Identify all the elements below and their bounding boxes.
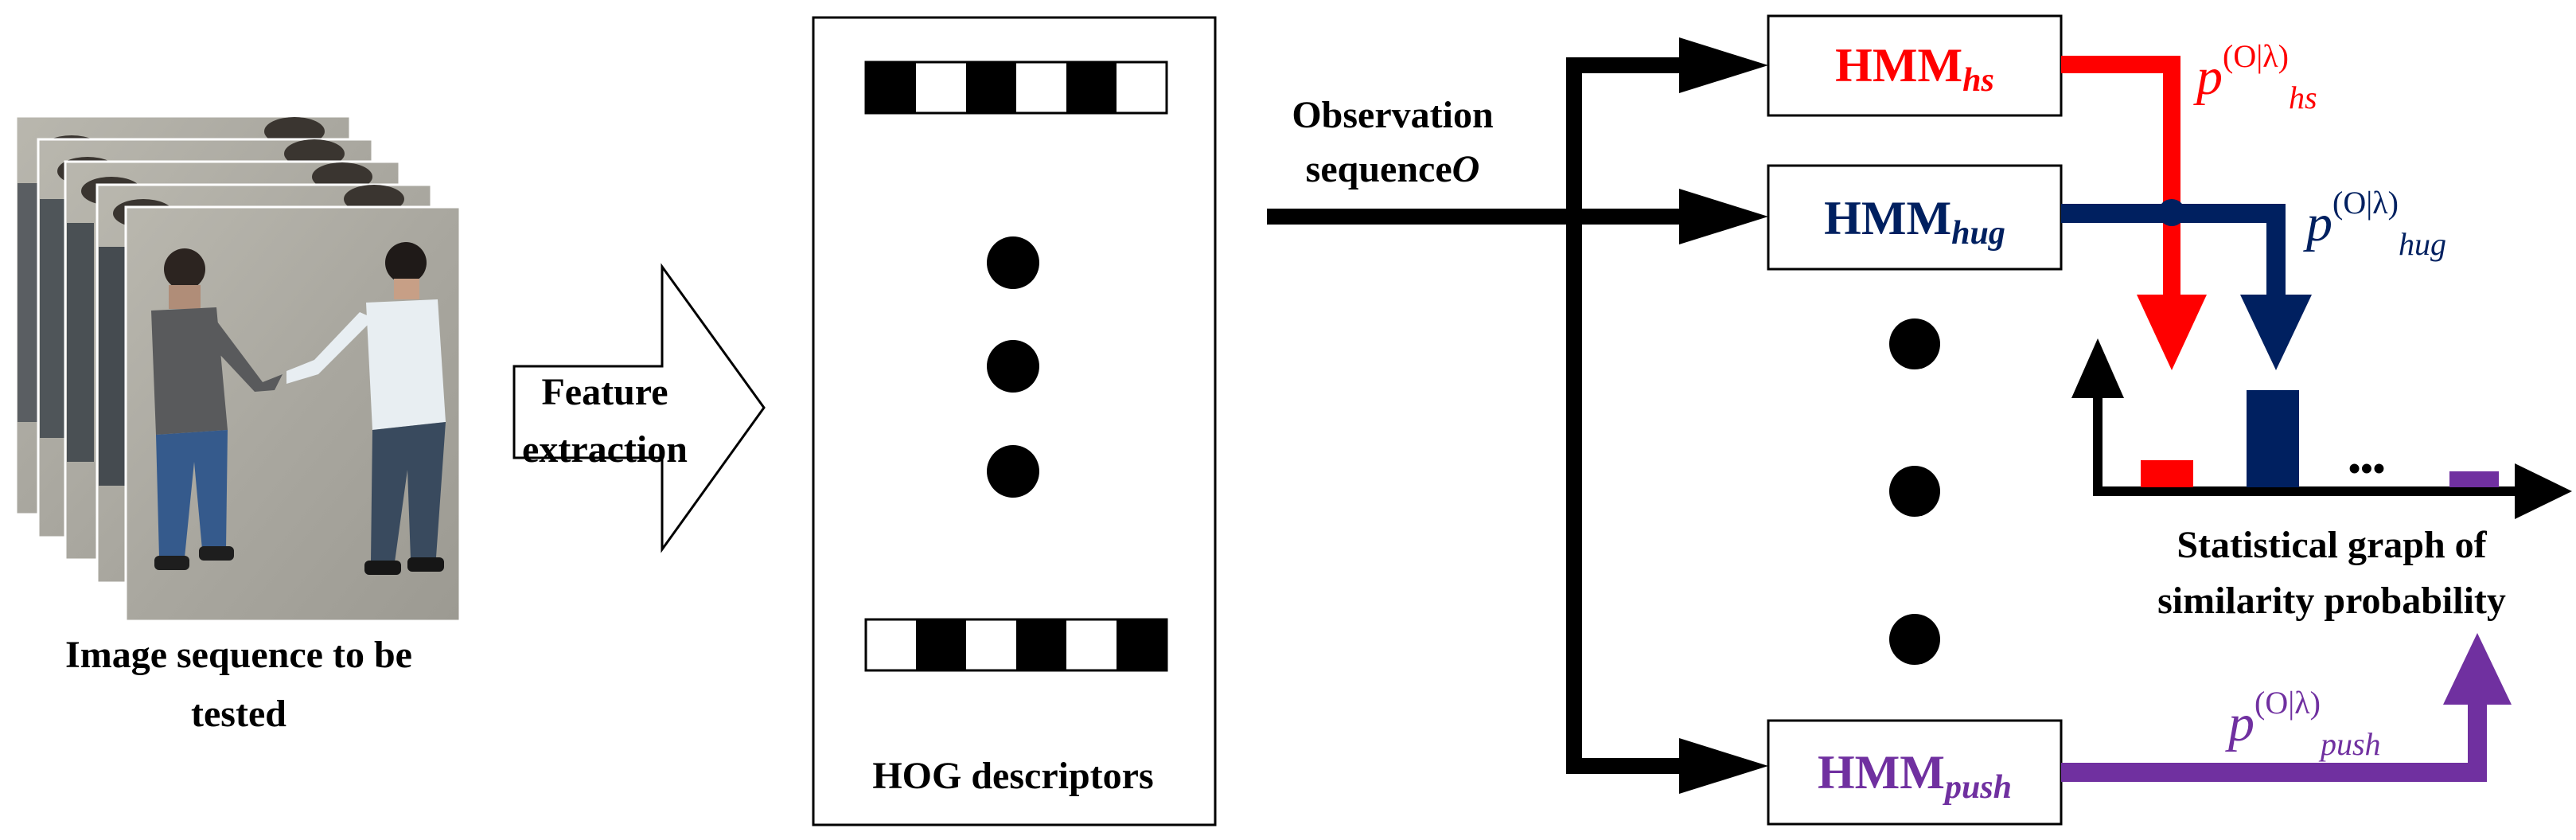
ellipsis-dot <box>1889 318 1940 369</box>
prob-hs-sup: (O|λ) <box>2223 38 2289 74</box>
graph-x-axis-arrowhead <box>2515 463 2572 519</box>
prob-hug-sup: (O|λ) <box>2332 185 2399 221</box>
hog-bar-top-cell <box>1016 62 1066 113</box>
observation-distribution-lines <box>1267 37 1768 794</box>
ellipsis-dot <box>1889 614 1940 665</box>
observation-label-line1: Observation <box>1292 94 1493 136</box>
bar-hs <box>2141 460 2193 487</box>
hog-bar-bottom-cell <box>1117 619 1167 670</box>
observation-symbol: O <box>1452 148 1480 190</box>
feature-extraction-label-line1: Feature <box>541 371 668 413</box>
ellipsis-dot <box>1889 466 1940 517</box>
hog-descriptors-caption: HOG descriptors <box>872 755 1153 797</box>
image-sequence-caption-line2: tested <box>191 693 286 735</box>
hmm-box-hug: HMMhug <box>1767 164 2063 271</box>
hog-bar-bottom-cell <box>866 619 916 670</box>
hog-bar-top-cell <box>1117 62 1167 113</box>
hog-bar-bottom-cell <box>1016 619 1066 670</box>
hog-bar-bottom-cell <box>916 619 966 670</box>
feature-extraction-arrow <box>512 263 766 553</box>
hog-bar-top-cell <box>866 62 916 113</box>
prob-hs-p: p <box>2193 48 2223 106</box>
arrow-to-hmm-hs <box>1679 37 1768 93</box>
hog-bar-bottom-outline <box>864 618 1168 672</box>
hog-descriptor-bar-bottom <box>864 618 1168 672</box>
feature-extraction-label-line2: extraction <box>522 428 688 471</box>
prob-hs-sub: hs <box>2289 80 2317 115</box>
prob-push-p: p <box>2225 694 2254 752</box>
graph-y-axis-arrowhead <box>2071 338 2124 398</box>
hog-descriptor-bar-top <box>864 61 1168 115</box>
graph-caption-line1: Statistical graph of <box>2177 524 2487 566</box>
hmm-hug-subscript: hug <box>1951 215 2005 252</box>
prob-hs-label: p(O|λ)hs <box>2193 38 2317 115</box>
graph-x-axis <box>2093 486 2523 496</box>
route-push <box>2061 633 2512 782</box>
prob-hug-p: p <box>2303 194 2332 252</box>
arrow-to-hmm-hug <box>1679 189 1768 244</box>
graph-y-axis <box>2093 394 2102 496</box>
prob-hug-label: p(O|λ)hug <box>2303 185 2446 262</box>
ellipsis-dot <box>987 445 1039 498</box>
ellipsis-dot <box>987 340 1039 393</box>
hog-bar-top-cell <box>916 62 966 113</box>
hmm-hs-label: HMMhs <box>1835 39 1994 99</box>
hmm-box-push: HMMpush <box>1767 719 2063 826</box>
route-hs <box>2061 56 2207 370</box>
route-hug <box>2061 199 2312 370</box>
prob-hug-sub: hug <box>2399 226 2446 262</box>
hmm-hug-base: HMM <box>1824 192 1951 244</box>
arrow-push-up <box>2443 633 2512 705</box>
hmm-hs-subscript: hs <box>1962 62 1994 99</box>
graph-ellipsis: ••• <box>2348 449 2385 488</box>
hmm-push-base: HMM <box>1818 746 1945 799</box>
hmm-hs-base: HMM <box>1835 39 1962 92</box>
hog-bar-bottom-cell <box>966 619 1016 670</box>
ellipsis-dot <box>987 236 1039 289</box>
person-left <box>151 248 283 570</box>
arrow-to-hmm-push <box>1679 738 1768 794</box>
image-sequence-caption-line1: Image sequence to be <box>65 634 412 676</box>
hog-descriptor-box <box>812 16 1217 826</box>
hmm-box-hs: HMMhs <box>1767 14 2063 117</box>
image-sequence-stack <box>14 115 462 623</box>
image-frame-5-handshake <box>124 205 462 623</box>
hmm-push-label: HMMpush <box>1818 746 2012 806</box>
observation-label-line2: sequenceO <box>1306 148 1480 190</box>
person-right <box>286 242 446 575</box>
line-crossing-dot <box>2158 199 2185 226</box>
prob-push-label: p(O|λ) push <box>2225 685 2381 762</box>
hog-bar-bottom-cell <box>1066 619 1117 670</box>
hmm-push-subscript: push <box>1943 769 2012 806</box>
arrow-hug-down <box>2240 295 2312 370</box>
prob-push-sub: push <box>2318 726 2381 762</box>
bar-hug <box>2247 390 2299 487</box>
prob-push-sup: (O|λ) <box>2254 685 2321 721</box>
arrow-hs-down <box>2137 295 2207 370</box>
hog-bar-top-cell <box>966 62 1016 113</box>
bar-push <box>2449 471 2499 487</box>
graph-caption-line2: similarity probability <box>2157 580 2506 622</box>
hog-bar-top-outline <box>864 61 1168 115</box>
hog-bar-top-cell <box>1066 62 1117 113</box>
similarity-graph: ••• <box>2071 338 2572 519</box>
hmm-hug-label: HMMhug <box>1824 192 2005 252</box>
observation-label-text: sequence <box>1306 148 1452 190</box>
